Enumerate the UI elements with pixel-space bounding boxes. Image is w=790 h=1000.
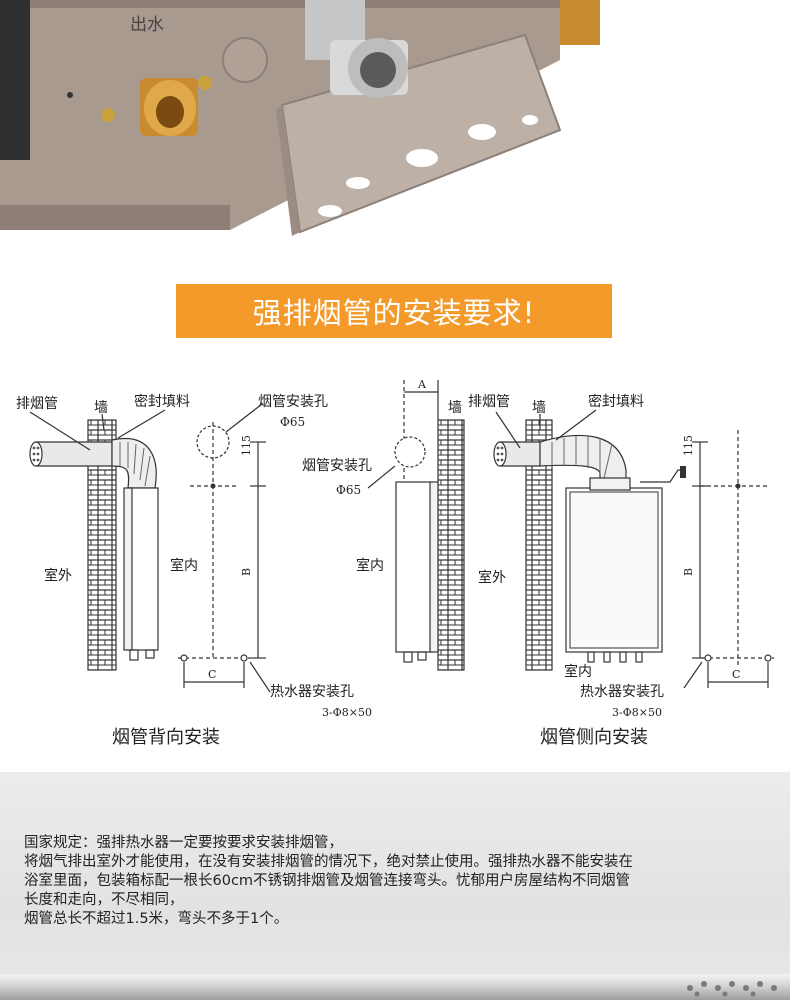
label-indoor-side: 室内 [356,557,384,574]
label-wall-right-2: 墙 [532,400,546,416]
caption-side: 烟管侧向安装 [540,727,648,748]
label-indoor: 室内 [170,557,198,574]
label-wall-right: 墙 [448,400,462,416]
notice-text: 国家规定：强排热水器一定要按要求安装排烟管， 将烟气排出室外才能使用，在没有安装… [24,834,774,929]
brass-fitting-right [560,0,600,45]
label-outdoor: 室外 [44,567,72,584]
caption-back: 烟管背向安装 [112,727,220,748]
section-banner: 强排烟管的安装要求! [176,284,612,338]
label-flue-hole: 烟管安装孔 [258,394,328,410]
label-exhaust-pipe-right: 排烟管 [468,394,510,410]
bracket-hole [318,205,342,217]
pipe-strip [0,974,790,1000]
label-indoor-right: 室内 [564,663,592,680]
regulation-notice: 国家规定：强排热水器一定要按要求安装排烟管， 将烟气排出室外才能使用，在没有安装… [0,772,790,1000]
bracket-hole [406,149,438,167]
dim-115: 115 [240,435,253,456]
label-mount-spec-right: 3-Φ8×50 [612,706,662,719]
dim-c-right: C [732,668,740,681]
bracket-hole [468,124,496,140]
product-photo: 出水 [0,0,790,250]
bracket-hole [522,115,538,125]
dim-a: A [417,378,427,391]
label-wall: 墙 [94,400,108,416]
label-seal: 密封填料 [134,393,190,410]
notice-line: 烟管总长不超过1.5米，弯头不多于1个。 [24,911,289,927]
label-mount-hole-right: 热水器安装孔 [580,684,664,700]
dim-b: B [240,568,253,576]
label-flue-hole-side: 烟管安装孔 [302,458,372,474]
notice-line: 浴室里面，包装箱标配一根长60cm不锈钢排烟管及烟管连接弯头。忧郁用户房屋结构不… [24,873,631,889]
right-diagram [367,380,774,689]
heater-body [395,481,433,653]
banner-title: 强排烟管的安装要求! [252,296,536,330]
dim-b-right: B [682,568,695,576]
label-mount-spec: 3-Φ8×50 [322,706,372,719]
exhaust-pipe [35,441,113,467]
label-flue-dia: Φ65 [280,415,305,429]
dim-c: C [208,668,216,681]
flue-hole [394,436,426,468]
label-outdoor-right: 室外 [478,569,506,586]
label-flue-dia-side: Φ65 [336,483,361,497]
brick-wall [437,419,465,671]
installation-diagram: 排烟管 墙 密封填料 烟管安装孔 Φ65 室外 室内 115 B C 热水器安装… [16,378,774,748]
notice-line: 长度和走向，不尽相同， [24,892,184,908]
flue-hole [196,425,230,459]
label-exhaust-pipe: 排烟管 [16,396,58,412]
bracket-hole [346,177,370,189]
notice-line: 将烟气排出室外才能使用，在没有安装排烟管的情况下，绝对禁止使用。强排热水器不能安… [24,854,633,870]
label-seal-right: 密封填料 [588,393,644,410]
left-diagram [29,403,271,693]
outlet-label: 出水 [130,15,164,35]
chrome-valve [305,0,408,98]
notice-line: 国家规定：强排热水器一定要按要求安装排烟管， [24,835,343,851]
dim-115-right: 115 [682,435,695,456]
brass-fitting [140,78,198,136]
label-mount-hole: 热水器安装孔 [270,684,354,700]
